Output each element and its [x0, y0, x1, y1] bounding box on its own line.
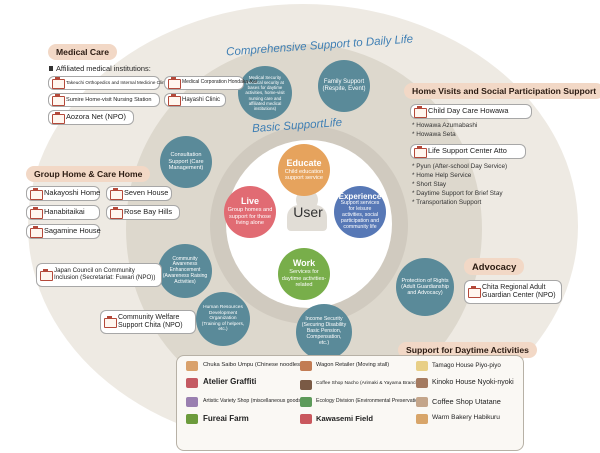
life-support-service: * Transportation Support: [412, 199, 482, 206]
coffee-icon: [300, 380, 312, 390]
medical-care-subtitle: Affiliated medical institutions:: [56, 64, 151, 73]
educate-bubble: Educate Child education support service: [278, 144, 330, 196]
life-support-center: Life Support Center Atto: [410, 144, 526, 159]
medical-item-hayashi: Hayashi Clinic: [164, 93, 226, 107]
advocacy-item: Chita Regional Adult Guardian Center (NP…: [464, 280, 562, 304]
daytime-item: Chuka Saibo Umpu (Chinese noodles): [203, 362, 302, 368]
noodle-icon: [186, 361, 198, 371]
child-day-care: Child Day Care Howawa: [410, 104, 532, 119]
medical-item-sumire: Sumire Home-visit Nursing Station: [48, 93, 160, 107]
life-support-service: * Pyun (After-school Day Service): [412, 163, 508, 170]
field-icon: [300, 414, 312, 424]
group-home-hanabitaikai: Hanabitaikai: [26, 205, 100, 220]
building-icon: [414, 145, 427, 158]
community-welfare: Community Welfare Support Chita (NPO): [100, 310, 196, 334]
japan-council: Japan Council on Community Inclusion (Se…: [36, 263, 162, 287]
ecology-icon: [300, 397, 312, 407]
group-home-seven: Seven House: [106, 186, 172, 201]
medical-security-node: Medical Security (Medical security at ba…: [238, 66, 292, 120]
medical-item-takeuchi: Takeuchi Orthopedics and Internal Medici…: [48, 76, 168, 90]
house-icon: [110, 187, 123, 200]
mushroom-icon: [416, 378, 428, 388]
house-icon: [30, 187, 43, 200]
clinic-icon: [52, 77, 65, 89]
egg-icon: [416, 361, 428, 371]
work-bubble: Work Services for daytime activities-rel…: [278, 248, 330, 300]
consultation-support-node: Consultation Support (Care Management): [160, 136, 212, 188]
medical-item-hondaka: Medical Corporation Hondaka-Kai: [164, 76, 257, 90]
life-support-service: * Home Help Service: [412, 172, 472, 179]
child-day-care-branch: * Howawa Azumabashi: [412, 122, 478, 129]
cup-icon: [416, 397, 428, 407]
house-icon: [30, 206, 43, 219]
user-body-icon: [287, 205, 327, 231]
group-home-rosebay: Rose Bay Hills: [106, 205, 180, 220]
document-icon: [40, 269, 53, 281]
clinic-icon: [52, 94, 65, 106]
clinic-icon: [168, 94, 181, 106]
medical-item-aozora: Aozora Net (NPO): [48, 110, 134, 125]
group-home-title: Group Home & Care Home: [26, 166, 151, 182]
child-day-care-branch: * Howawa Seta: [412, 131, 456, 138]
protection-rights-node: Protection of Rights (Adult Guardianship…: [396, 258, 454, 316]
daytime-panel: [176, 355, 524, 451]
human-resources-node: Human Resources Development Organization…: [196, 292, 250, 346]
experience-bubble: Experience Support services for leisure …: [334, 186, 386, 238]
daytime-item: Coffee Shop Nacho (Arimaki & Yayama Bran…: [316, 381, 426, 386]
live-bubble: Live Group homes and support for those l…: [224, 186, 276, 238]
user-label: User: [293, 204, 323, 220]
daytime-item: Tamago House Piyo-piyo: [432, 362, 501, 369]
document-icon: [104, 316, 117, 328]
daytime-item: Coffee Shop Utatane: [432, 397, 501, 406]
life-support-service: * Short Stay: [412, 181, 447, 188]
daytime-item: Ecology Division (Environmental Preserva…: [316, 398, 423, 404]
daytime-item: Warm Bakery Habikuru: [432, 414, 500, 421]
daytime-item: Kinoko House Nyoki-nyoki: [432, 379, 514, 386]
daytime-title: Support for Daytime Activities: [398, 342, 537, 358]
daytime-item: Wagon Retailer (Moving stall): [316, 362, 390, 368]
wagon-icon: [300, 361, 312, 371]
daytime-item: Artistic Variety Shop (miscellaneous goo…: [203, 398, 303, 404]
daytime-item: Atelier Graffiti: [203, 377, 257, 386]
daytime-item: Kawasemi Field: [316, 414, 373, 423]
advocacy-title: Advocacy: [464, 258, 525, 275]
medical-care-title: Medical Care: [48, 44, 118, 60]
income-security-node: Income Security (Securing Disability Bas…: [296, 304, 352, 360]
house-icon: [30, 225, 43, 238]
group-home-sagamine: Sagamine House: [26, 224, 101, 239]
group-home-nakayoshi: Nakayoshi Home: [26, 186, 100, 201]
house-icon: [110, 206, 123, 219]
medical-care-bullet-icon: [49, 66, 53, 71]
clinic-icon: [52, 111, 65, 124]
shop-icon: [186, 397, 198, 407]
paint-bag-icon: [186, 378, 198, 388]
daytime-item: Fureai Farm: [203, 414, 249, 423]
home-visits-title: Home Visits and Social Participation Sup…: [404, 83, 600, 99]
life-support-service: * Daytime Support for Brief Stay: [412, 190, 503, 197]
building-icon: [414, 105, 427, 118]
bread-icon: [416, 414, 428, 424]
family-support-node: Family Support (Respite, Event): [318, 60, 370, 112]
clinic-icon: [168, 77, 181, 89]
farm-icon: [186, 414, 198, 424]
community-awareness-node: Community Awareness Enhancement (Awarene…: [158, 244, 212, 298]
document-icon: [468, 286, 481, 298]
